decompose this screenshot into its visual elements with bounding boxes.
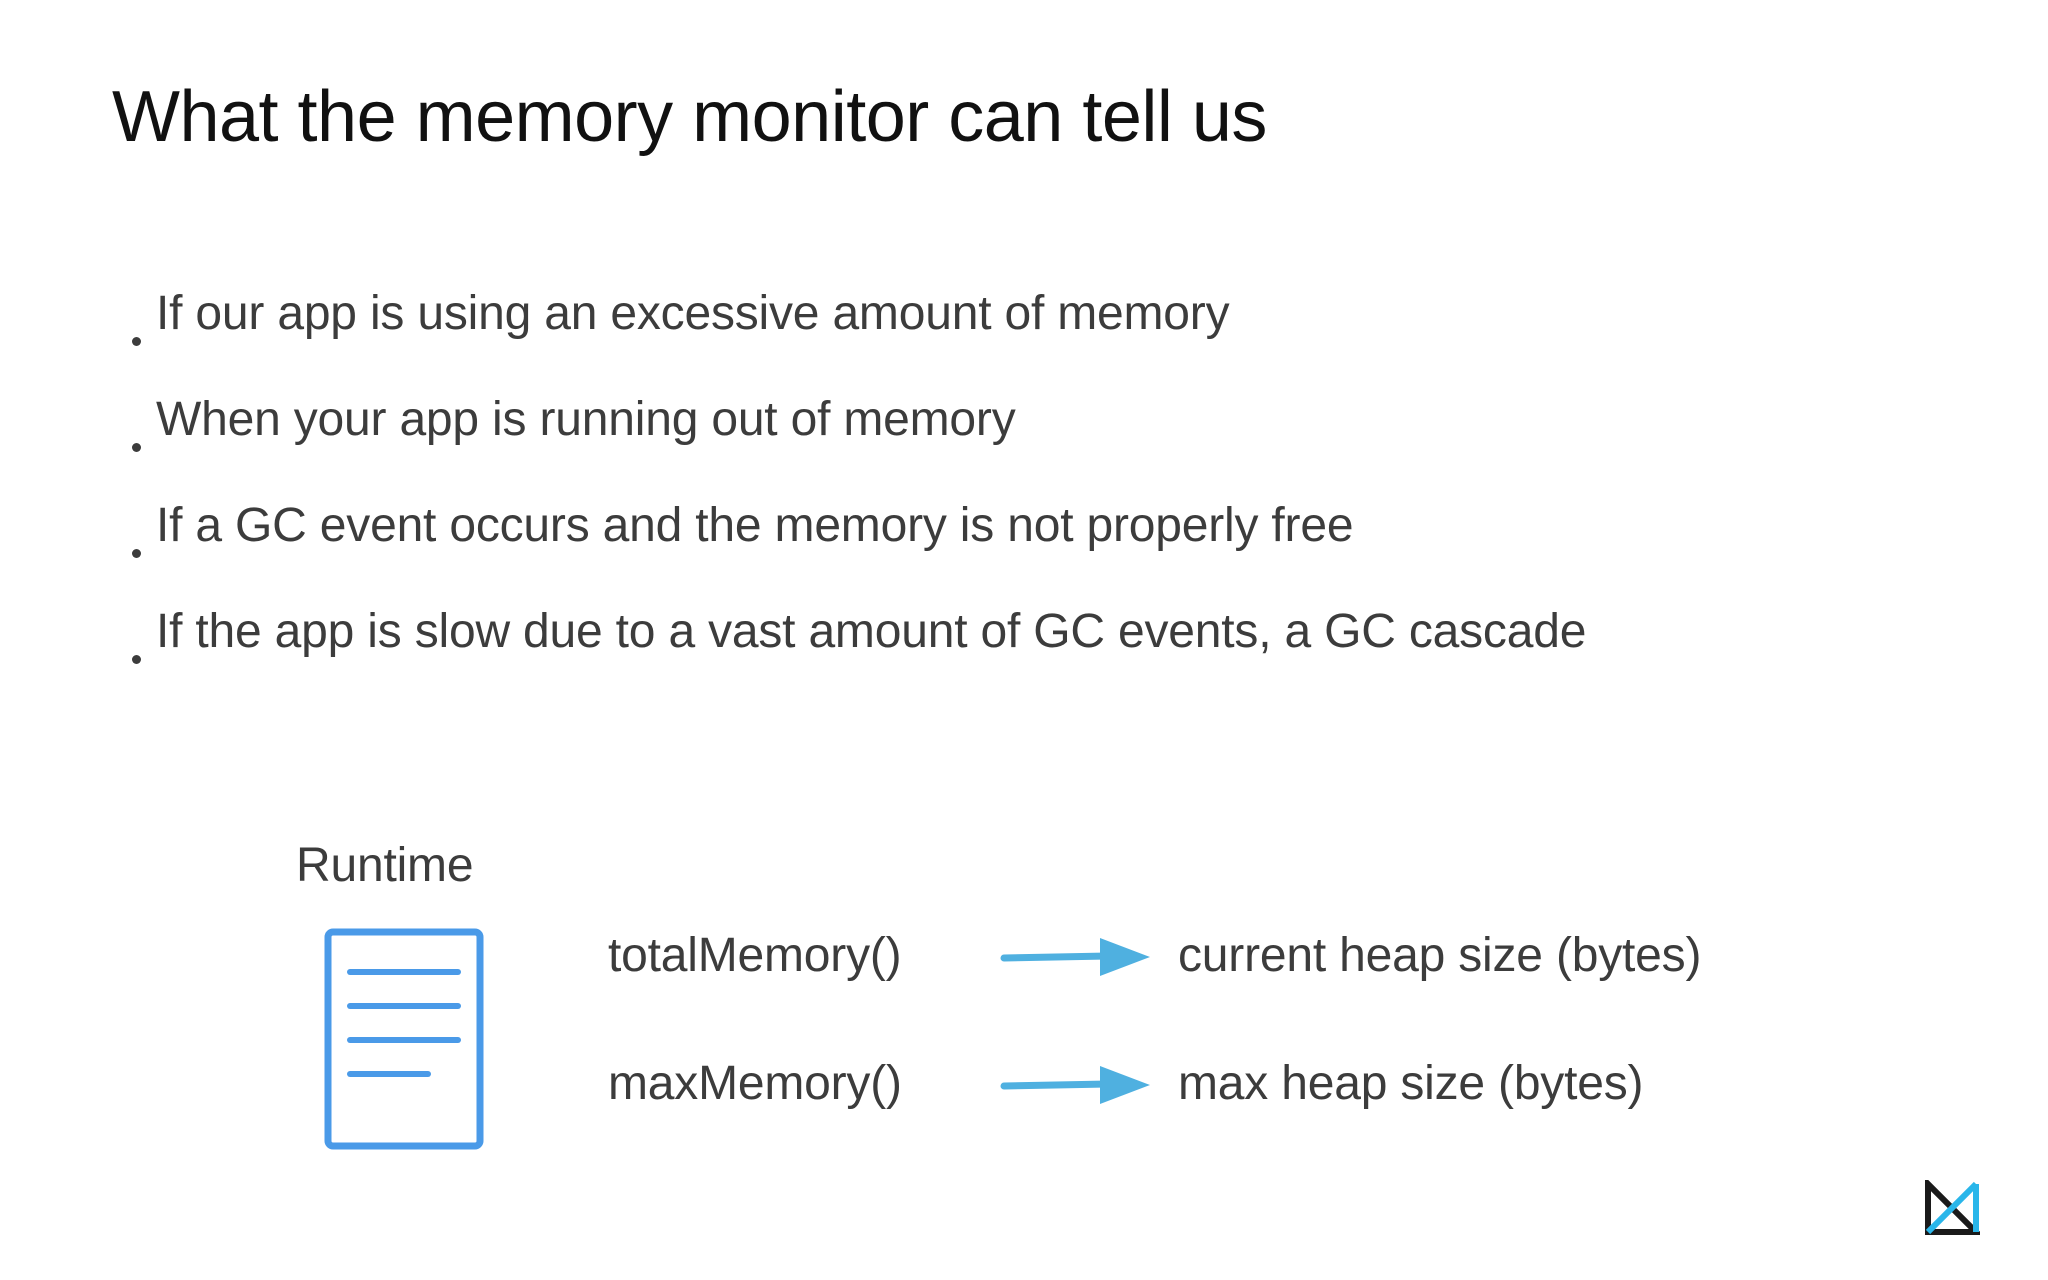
bullet-text: If a GC event occurs and the memory is n… bbox=[156, 499, 1354, 552]
right-arrow-icon bbox=[1000, 1057, 1160, 1113]
list-item: If our app is using an excessive amount … bbox=[130, 286, 1930, 392]
document-icon bbox=[322, 926, 486, 1152]
list-item: If the app is slow due to a vast amount … bbox=[130, 604, 1930, 710]
bullet-text: If our app is using an excessive amount … bbox=[156, 287, 1230, 340]
method-name: maxMemory() bbox=[608, 1056, 902, 1110]
bullet-text: If the app is slow due to a vast amount … bbox=[156, 605, 1587, 658]
page-title: What the memory monitor can tell us bbox=[112, 77, 1267, 157]
runtime-label: Runtime bbox=[296, 839, 474, 892]
brand-logo-icon bbox=[1924, 1180, 1980, 1236]
right-arrow-icon bbox=[1000, 929, 1160, 985]
mapping-row: totalMemory() current heap size (bytes) bbox=[608, 920, 1701, 990]
mapping-row: maxMemory() max heap size (bytes) bbox=[608, 1048, 1644, 1118]
method-name: totalMemory() bbox=[608, 928, 902, 982]
bullet-list: If our app is using an excessive amount … bbox=[130, 286, 1930, 710]
result-label: current heap size (bytes) bbox=[1178, 928, 1702, 982]
list-item: When your app is running out of memory bbox=[130, 392, 1930, 498]
list-item: If a GC event occurs and the memory is n… bbox=[130, 498, 1930, 604]
result-label: max heap size (bytes) bbox=[1178, 1056, 1644, 1110]
bullet-text: When your app is running out of memory bbox=[156, 393, 1016, 446]
